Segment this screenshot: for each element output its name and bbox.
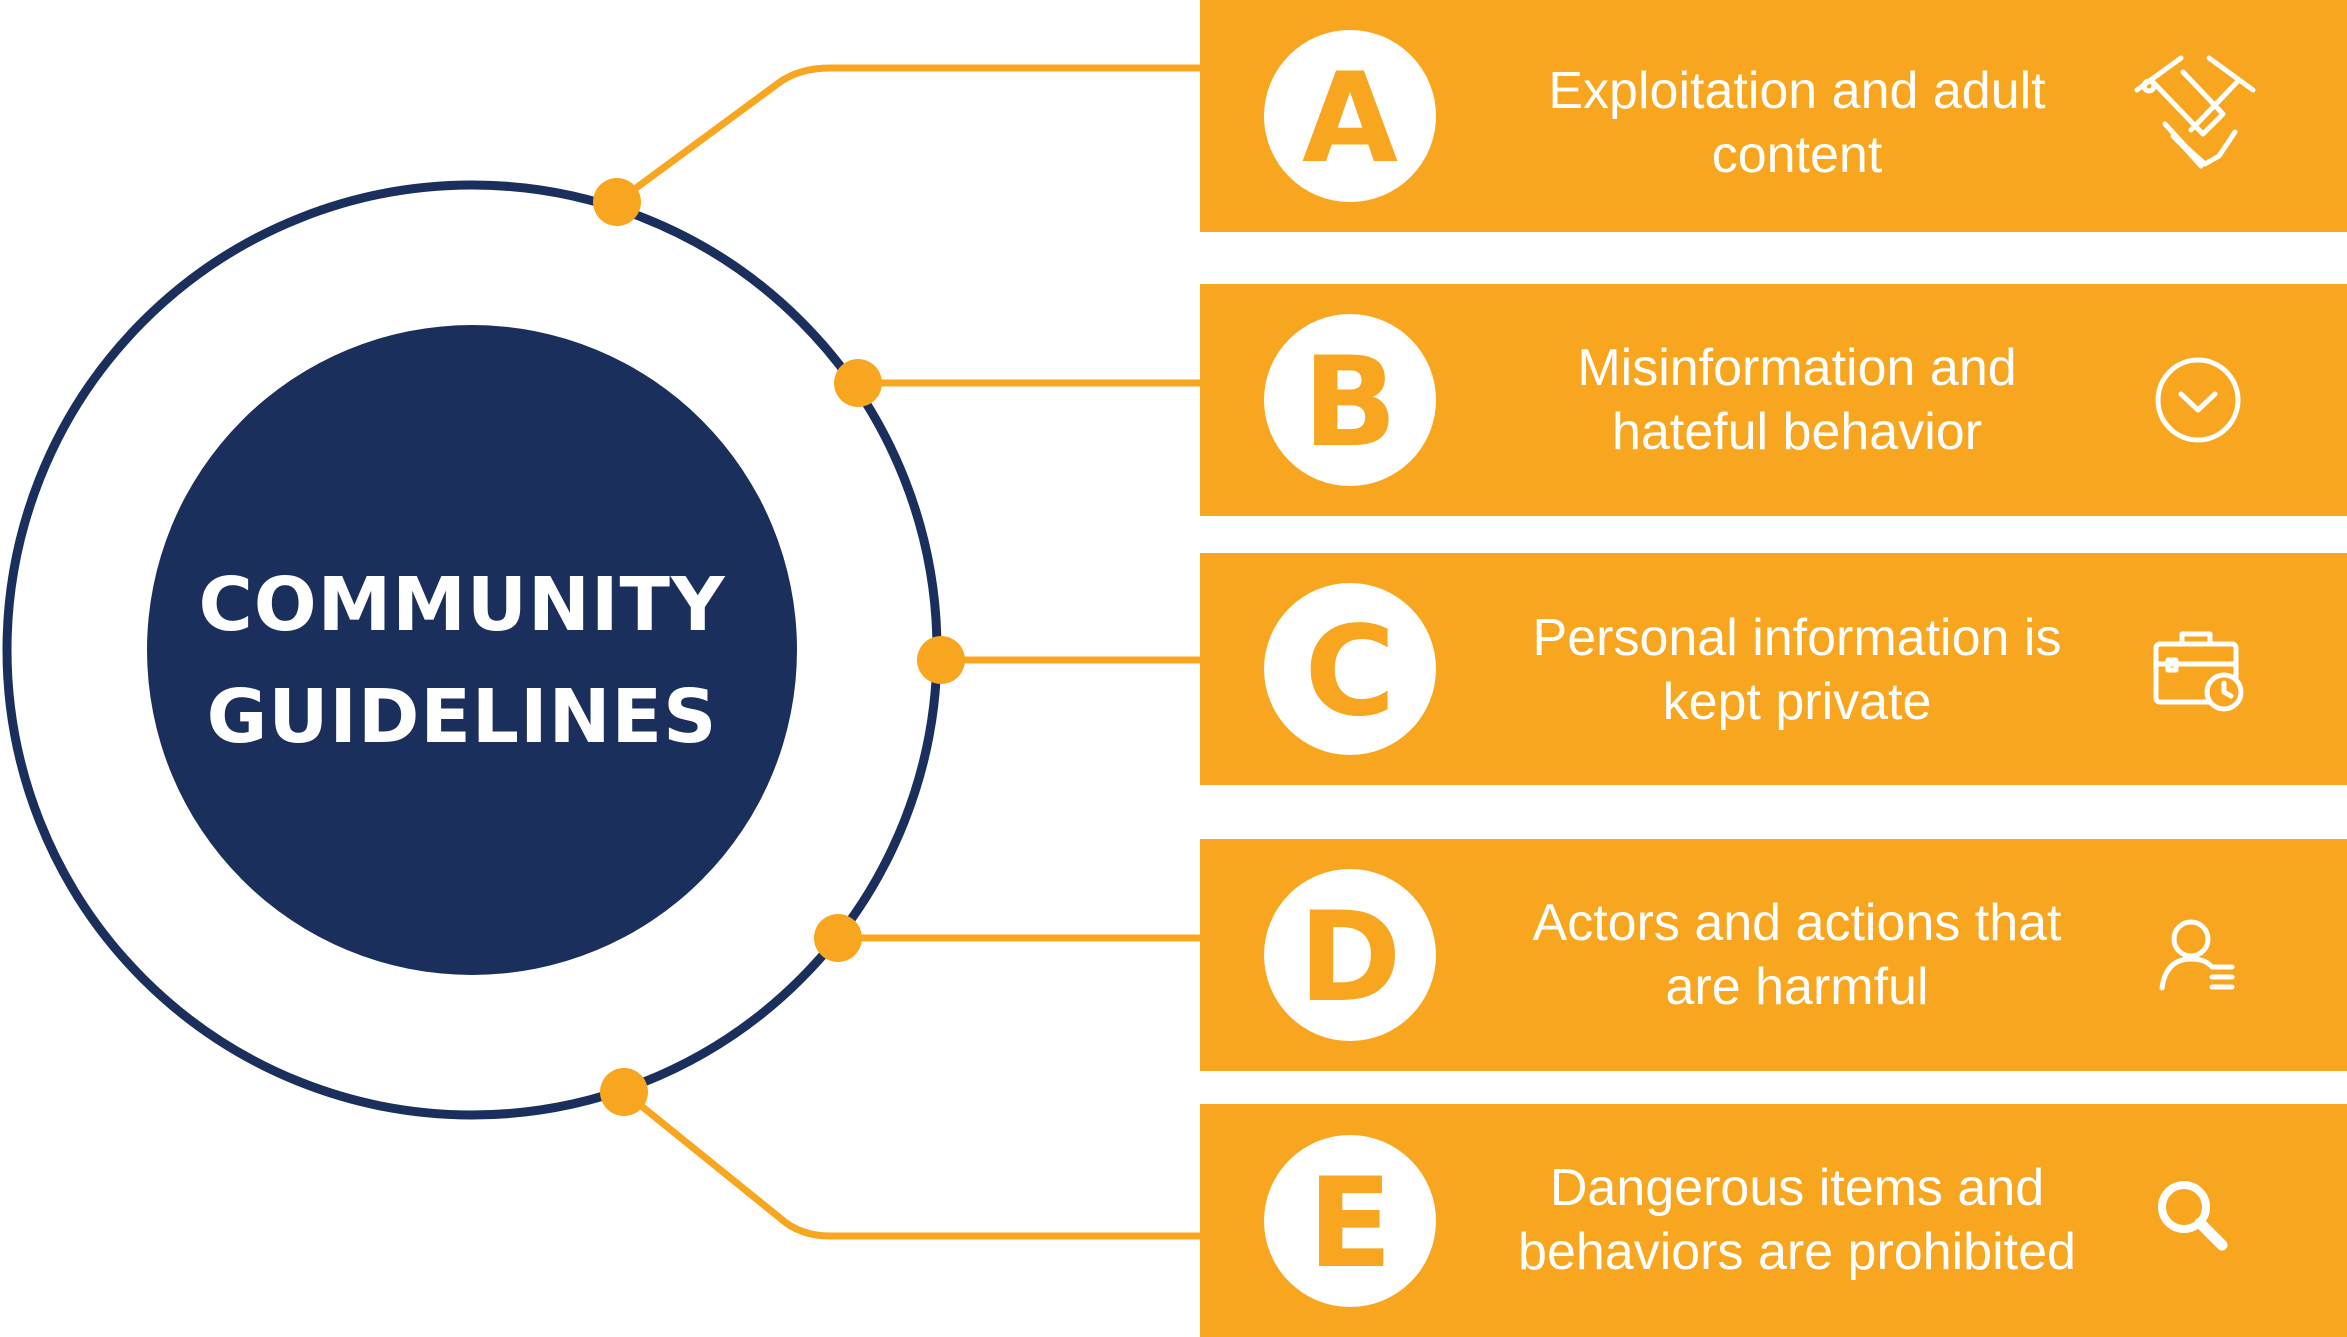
item-b-desc-line-1: Misinformation and: [1577, 339, 2016, 397]
item-d-desc-line-1: Actors and actions that: [1533, 894, 2063, 952]
hub-circle: [147, 325, 797, 975]
item-e-badge: [1264, 1135, 1436, 1307]
item-d-desc-line-2: are harmful: [1666, 958, 1929, 1016]
item-d-badge: [1264, 869, 1436, 1041]
item-a-desc-line-2: content: [1712, 126, 1883, 184]
item-e-letter: E: [1308, 1152, 1393, 1296]
item-b-letter: B: [1303, 331, 1398, 475]
item-a-badge: [1264, 30, 1436, 202]
hub-title-line-1: COMMUNITY: [198, 562, 726, 648]
magnifier-icon: [2158, 1181, 2228, 1251]
item-b-badge: [1264, 314, 1436, 486]
ring-dot-c: [917, 636, 965, 684]
user-list-icon: [2159, 919, 2235, 991]
check-circle-icon: [2155, 357, 2241, 443]
ring-dot-d: [814, 914, 862, 962]
item-a-letter: A: [1302, 47, 1398, 191]
ring-dot-e: [600, 1068, 648, 1116]
item-d-letter: D: [1299, 886, 1402, 1030]
connector-a: [614, 64, 1200, 205]
ring-dot-b: [834, 359, 882, 407]
item-a-desc-line-1: Exploitation and adult: [1548, 62, 2046, 120]
item-c: C Personal information is kept private: [1200, 553, 2347, 785]
connectors: [614, 64, 1200, 1240]
item-d: D Actors and actions that are harmful: [1200, 839, 2347, 1071]
connector-e: [621, 1089, 1200, 1240]
item-c-badge: [1264, 583, 1436, 755]
item-b: B Misinformation and hateful behavior: [1200, 284, 2347, 516]
item-b-desc-line-2: hateful behavior: [1612, 403, 1982, 461]
ring-dot-a: [593, 178, 641, 226]
ring-dots: [593, 178, 965, 1116]
item-a: A Exploitation and adult content: [1200, 0, 2347, 232]
item-e-desc-line-2: behaviors are prohibited: [1518, 1223, 2076, 1281]
briefcase-clock-icon: [2153, 631, 2244, 712]
item-c-desc-line-1: Personal information is: [1533, 609, 2062, 667]
handshake-icon: [2134, 55, 2256, 169]
item-e: E Dangerous items and behaviors are proh…: [1200, 1104, 2347, 1337]
item-c-letter: C: [1304, 600, 1395, 744]
hub-title-line-2: GUIDELINES: [207, 674, 718, 760]
item-c-desc-line-2: kept private: [1663, 673, 1932, 731]
item-e-desc-line-1: Dangerous items and: [1550, 1159, 2044, 1217]
